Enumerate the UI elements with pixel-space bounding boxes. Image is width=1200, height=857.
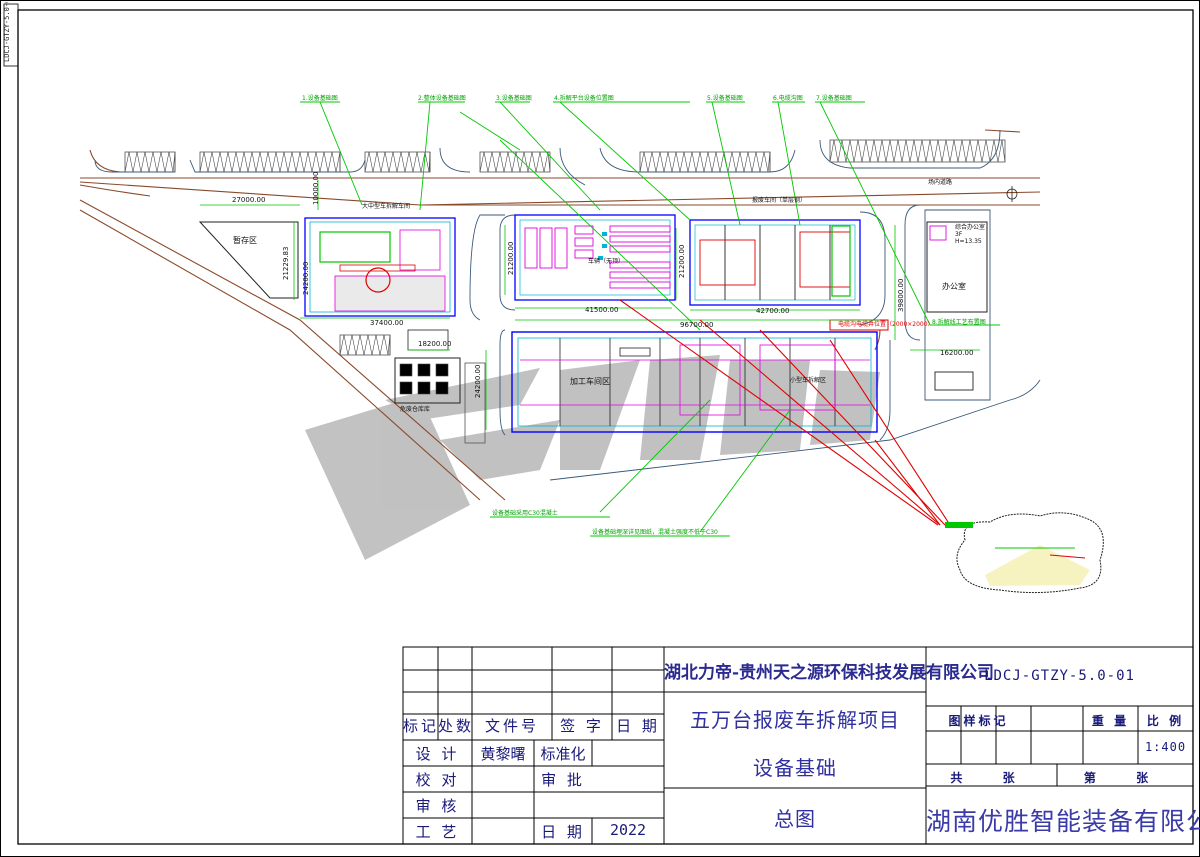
storage-zone [198, 221, 299, 299]
detail-leaders [619, 299, 951, 526]
designer-name: 黄黎曙 [480, 745, 526, 763]
date-label: 日 期 [541, 823, 585, 841]
rev-header-file: 文件号 [484, 717, 539, 735]
detail-cloud [945, 512, 1104, 594]
standard-label: 标准化 [540, 745, 586, 763]
design-label: 设 计 [415, 745, 460, 763]
scale-label: 比 例 [1146, 714, 1185, 728]
rev-header-count: 处数 [438, 717, 475, 735]
rev-header-date: 日 期 [616, 717, 660, 735]
drawing-name: 总图 [774, 807, 816, 831]
north-marker [1006, 186, 1018, 202]
project-name: 五万台报废车拆解项目 [690, 708, 900, 732]
office-building [926, 221, 988, 391]
callout-underlines [300, 101, 1000, 537]
title-block-grid [402, 646, 1194, 845]
dismantle-building [689, 219, 861, 306]
corner-code-box [3, 3, 19, 67]
total-sheets-label: 共 张 [950, 771, 1033, 785]
dimension-lines [200, 180, 980, 430]
callout-leaders [319, 101, 931, 533]
process-label: 工 艺 [415, 823, 460, 841]
weight-label: 重 量 [1091, 714, 1130, 728]
client-name: 湖北力帝-贵州天之源环保科技发展有限公司 [664, 663, 995, 683]
rev-header-sign: 签 字 [560, 717, 604, 735]
road-curbs [94, 129, 1041, 481]
site-roads [79, 129, 1041, 501]
drawing-number: LDCJ-GTZY-5.0-01 [984, 668, 1135, 684]
check-label: 校 对 [415, 771, 460, 789]
parking-building [514, 214, 676, 301]
rev-header-mark: 标记 [403, 717, 440, 735]
approve-label: 审 批 [541, 771, 585, 789]
subject-name: 设备基础 [753, 756, 837, 780]
pretreat-building [304, 217, 456, 317]
sheet-label: 第 张 [1083, 771, 1167, 785]
scale-value: 1:400 [1144, 740, 1187, 754]
watermark-logo [305, 355, 880, 560]
processing-building [511, 319, 889, 433]
year-value: 2022 [609, 821, 647, 839]
review-label: 审 核 [415, 797, 460, 815]
hatch-marks [124, 139, 1006, 356]
maker-company: 湖南优胜智能装备有限公司 [926, 807, 1200, 836]
hazard-warehouse [394, 329, 461, 404]
mark-label: 图样标记 [948, 714, 1009, 728]
